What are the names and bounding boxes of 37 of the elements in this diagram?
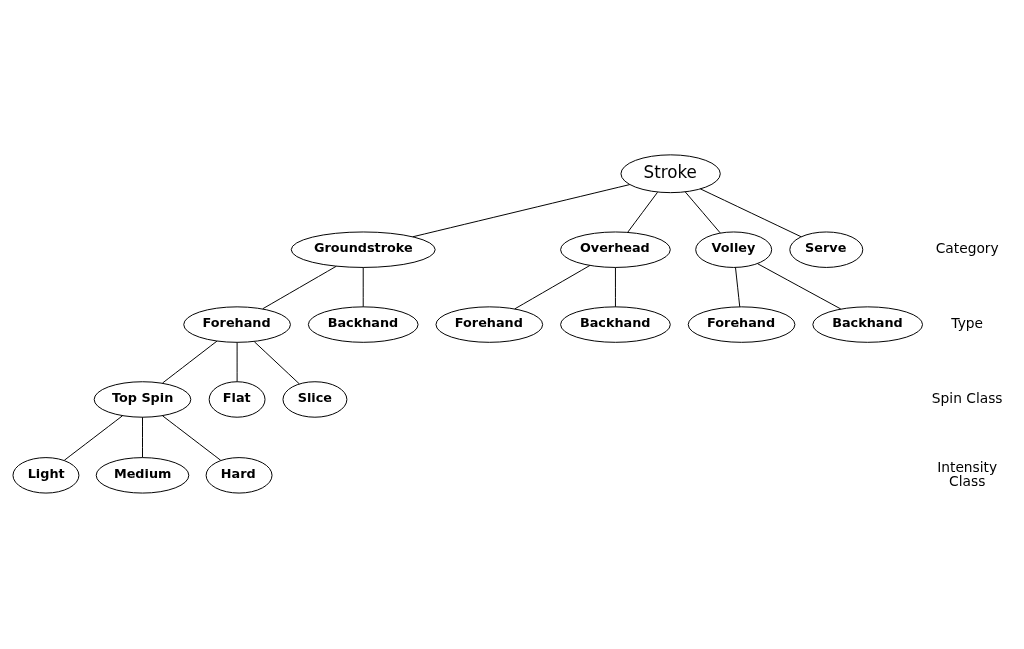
node-ellipse: Top Spin xyxy=(93,381,192,418)
label: Intensity Class xyxy=(937,458,998,490)
node-ellipse: Overhead xyxy=(560,231,671,268)
node-ellipse: Serve xyxy=(789,231,864,268)
node-ellipse: Flat xyxy=(208,381,266,418)
node-ellipse: Backhand xyxy=(307,306,419,343)
node-ellipse: Stroke xyxy=(620,154,721,194)
connector xyxy=(262,265,337,310)
connector xyxy=(142,416,143,458)
label: Spin Class xyxy=(931,390,1003,407)
label: Category xyxy=(935,240,999,257)
connector xyxy=(627,191,659,233)
node-ellipse: Medium xyxy=(95,457,190,494)
connector xyxy=(614,267,616,308)
connector xyxy=(684,191,721,234)
node-ellipse: Hard xyxy=(205,457,273,494)
connector xyxy=(63,415,123,461)
connector xyxy=(412,184,631,238)
node-ellipse: Forehand xyxy=(435,306,544,343)
connector xyxy=(362,267,364,308)
connector xyxy=(514,264,591,310)
connector xyxy=(757,263,842,310)
label: Type xyxy=(951,315,984,332)
node-ellipse: Slice xyxy=(282,381,348,418)
connector xyxy=(253,341,300,385)
node-ellipse: Forehand xyxy=(183,306,291,343)
connector xyxy=(735,267,741,308)
node-ellipse: Forehand xyxy=(687,306,796,343)
node-ellipse: Groundstroke xyxy=(290,231,436,268)
connector xyxy=(162,340,218,384)
node-ellipse: Volley xyxy=(695,231,773,268)
connector xyxy=(236,342,238,383)
node-ellipse: Light xyxy=(12,457,80,494)
connector xyxy=(699,188,802,238)
connector xyxy=(162,415,222,461)
node-ellipse: Backhand xyxy=(560,306,671,343)
node-ellipse: Backhand xyxy=(812,306,924,343)
